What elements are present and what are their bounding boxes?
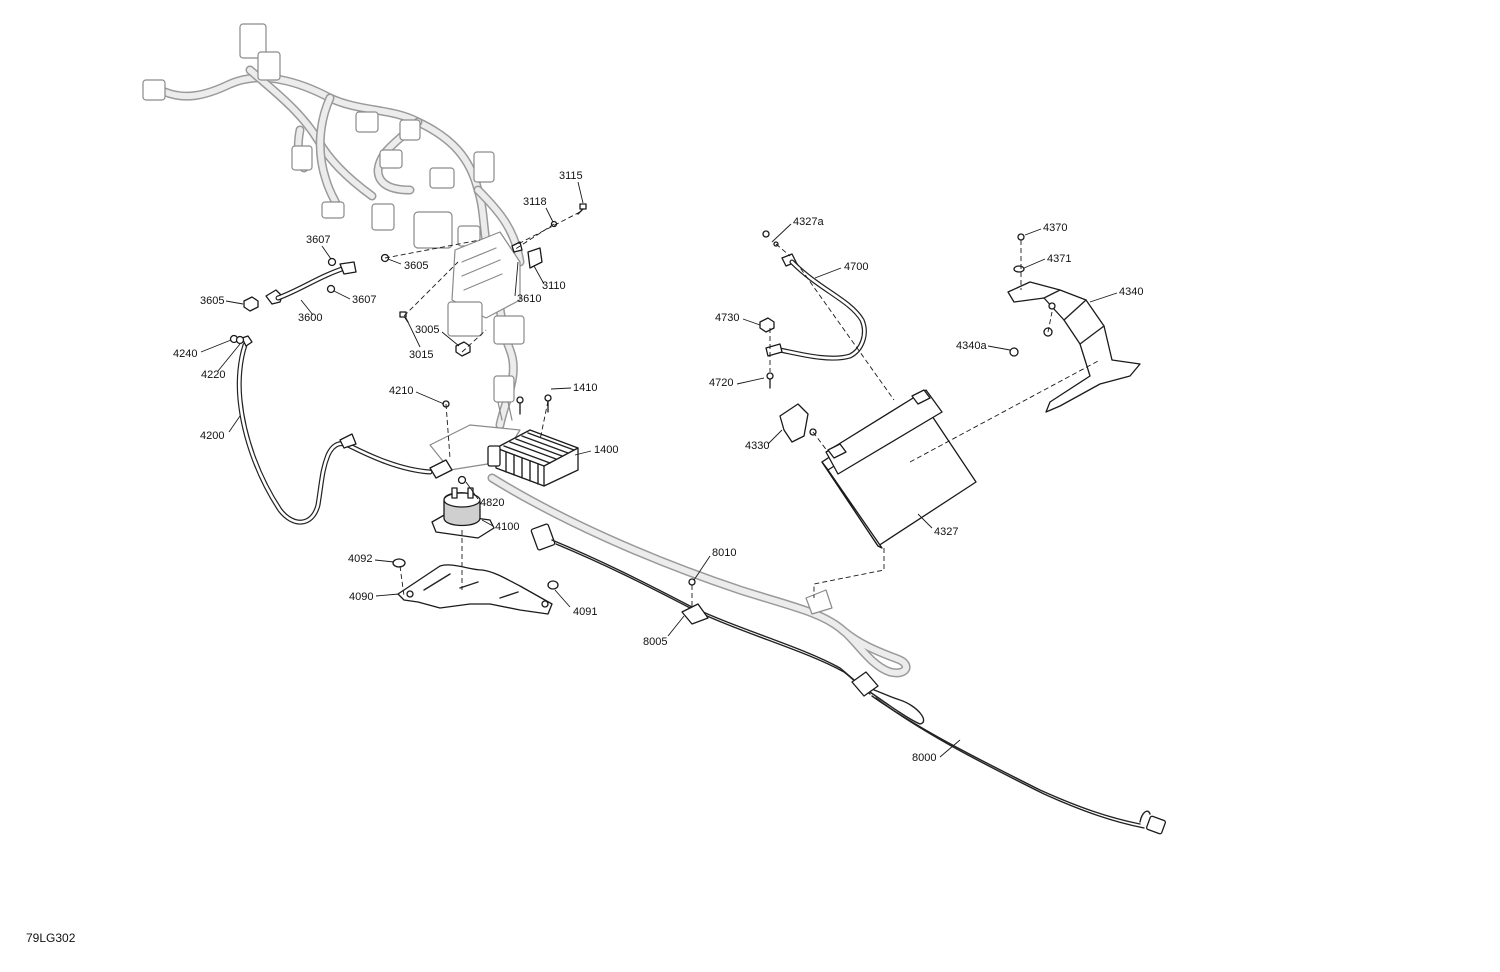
callout-3607: 3607	[306, 234, 330, 246]
callout-1400: 1400	[594, 444, 618, 456]
callout-4327a: 4327a	[793, 216, 824, 228]
part-8000-sensor-harness	[530, 523, 1166, 835]
callout-3015: 3015	[409, 349, 433, 361]
callout-8000: 8000	[912, 752, 936, 764]
part-3600-ground-strap	[243, 253, 390, 312]
callout-4090: 4090	[349, 591, 373, 603]
part-4090-bracket	[392, 558, 559, 615]
callout-4092: 4092	[348, 553, 372, 565]
part-4327-battery	[821, 389, 977, 549]
callout-4820: 4820	[480, 497, 504, 509]
part-4700-battery-cable	[759, 230, 867, 389]
callout-3610: 3610	[517, 293, 541, 305]
assembly-lines	[384, 211, 1101, 608]
leader-lines	[200, 181, 1118, 758]
callout-4200: 4200	[200, 430, 224, 442]
callout-3600: 3600	[298, 312, 322, 324]
callout-1410: 1410	[573, 382, 597, 394]
callout-3605: 3605	[200, 295, 224, 307]
figure-reference: 79LG302	[26, 931, 76, 945]
callout-3607: 3607	[352, 294, 376, 306]
callout-3605: 3605	[404, 260, 428, 272]
callout-4340a: 4340a	[956, 340, 987, 352]
callout-4370: 4370	[1043, 222, 1067, 234]
callout-4100: 4100	[495, 521, 519, 533]
callout-4210: 4210	[389, 385, 413, 397]
callout-4327: 4327	[934, 526, 958, 538]
part-4100-starter-solenoid	[431, 400, 495, 539]
ghost-loop-cable	[487, 473, 911, 678]
part-4200-battery-cable	[229, 334, 453, 525]
callout-4730: 4730	[715, 312, 739, 324]
callout-4700: 4700	[844, 261, 868, 273]
callout-8005: 8005	[643, 636, 667, 648]
main-wiring-harness	[142, 23, 525, 471]
callout-4371: 4371	[1047, 253, 1071, 265]
callout-8010: 8010	[712, 547, 736, 559]
callout-4330: 4330	[745, 440, 769, 452]
callout-3005: 3005	[415, 324, 439, 336]
callout-labels: 3115 3118 3607 3605 3607 3605 3600 3610 …	[173, 170, 1143, 764]
callout-4220: 4220	[201, 369, 225, 381]
callout-3110: 3110	[542, 280, 566, 292]
callout-4720: 4720	[709, 377, 733, 389]
callout-3115: 3115	[559, 170, 583, 182]
part-4340-battery-bracket	[1007, 233, 1141, 413]
callout-4340: 4340	[1119, 286, 1143, 298]
callout-4240: 4240	[173, 348, 197, 360]
part-4330-terminal-cover	[779, 403, 817, 443]
callout-4091: 4091	[573, 606, 597, 618]
callout-3118: 3118	[523, 196, 547, 208]
